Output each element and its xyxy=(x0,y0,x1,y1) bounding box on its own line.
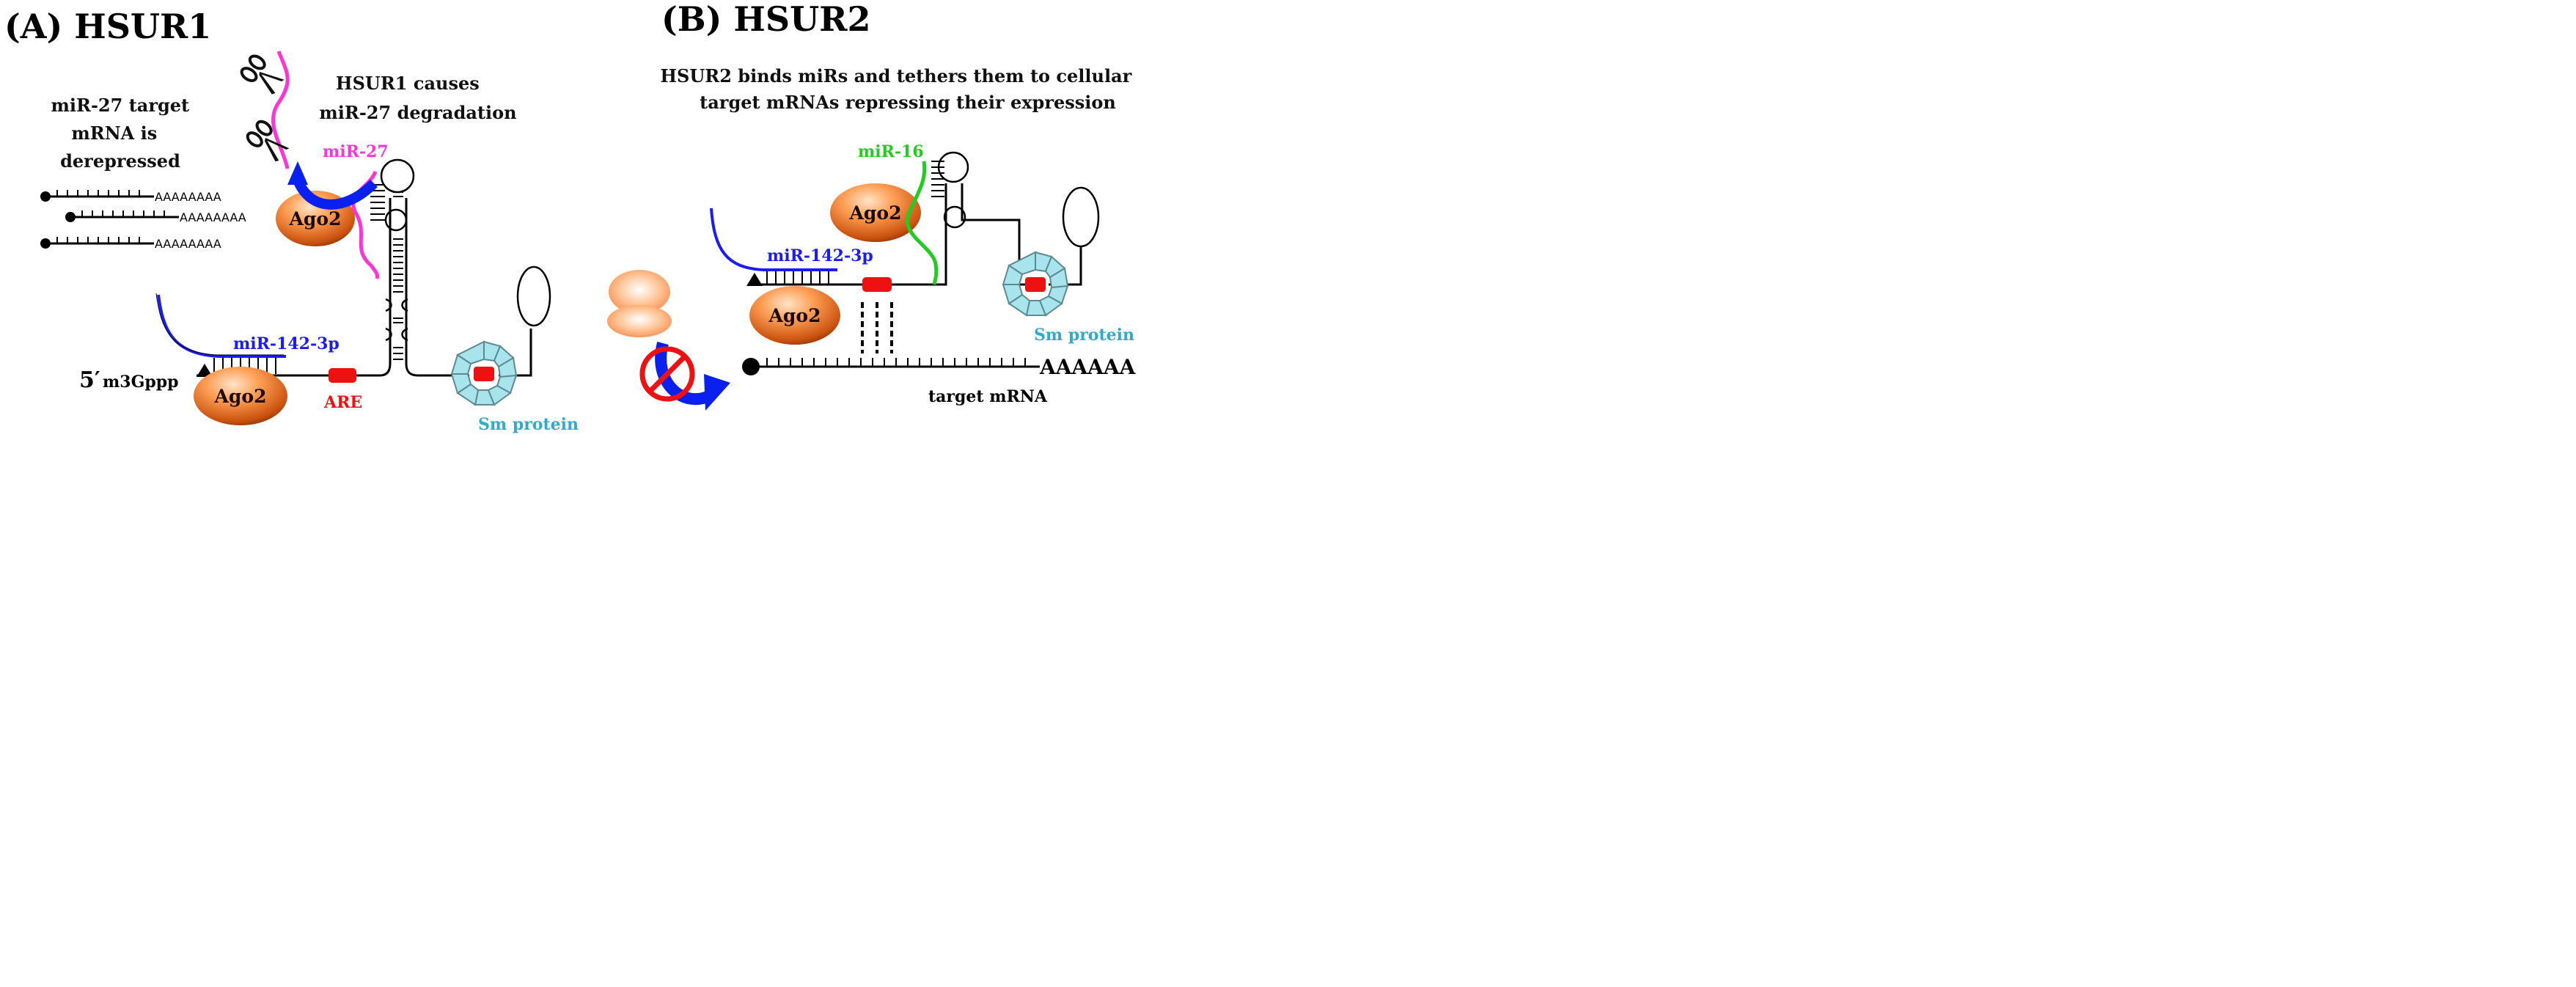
ago2-label: Ago2 xyxy=(768,305,821,326)
figure: (A) HSUR1 HSUR1 causes miR-27 degradatio… xyxy=(0,0,1150,441)
tether-lines xyxy=(861,302,893,353)
ago2-protein xyxy=(194,367,287,425)
scissors-icon xyxy=(238,51,289,98)
figure-canvas: (A) HSUR1 HSUR1 causes miR-27 degradatio… xyxy=(4,0,1137,434)
svg-text:AAAAAAAA: AAAAAAAA xyxy=(180,210,246,224)
panel-a-title: (A) HSUR1 xyxy=(4,7,211,46)
target-mrna: AAAAAA xyxy=(742,355,1137,379)
derepressed-mrna: AAAAAAAA xyxy=(65,210,246,224)
sm-protein-label: Sm protein xyxy=(478,415,579,434)
sm-protein-ring xyxy=(451,341,517,406)
five-prime-label: 5′ xyxy=(79,367,100,393)
base-pair-ticks xyxy=(766,271,829,285)
curved-arrow-head xyxy=(704,374,730,411)
cap-triangle xyxy=(197,364,213,377)
svg-text:AAAAAAAA: AAAAAAAA xyxy=(155,190,221,204)
derepressed-mrna-list: AAAAAAAA AAAAAAAA AAAAAAAA xyxy=(40,190,246,251)
base-pair-ticks xyxy=(213,358,276,374)
mir-142-strand xyxy=(710,208,837,271)
sm-protein-ring xyxy=(1002,252,1068,316)
curved-arrow-head xyxy=(287,161,308,185)
polya-tail: AAAAAA xyxy=(1039,355,1137,379)
derepressed-mrna: AAAAAAAA xyxy=(40,190,221,204)
ago2-protein xyxy=(830,183,921,242)
panel-a-caption-right: HSUR1 causes miR-27 degradation xyxy=(319,73,516,123)
panel-a: (A) HSUR1 HSUR1 causes miR-27 degradatio… xyxy=(4,7,579,434)
cap-triangle xyxy=(746,273,763,286)
mir-142-label: miR-142-3p xyxy=(233,334,340,353)
ago2-protein xyxy=(749,286,840,345)
curved-arrow-icon xyxy=(291,174,378,210)
are-element xyxy=(862,277,892,292)
curved-arrow-icon xyxy=(655,341,716,405)
panel-b: (B) HSUR2 HSUR2 binds miRs and tethers t… xyxy=(607,0,1137,411)
panel-b-title: (B) HSUR2 xyxy=(661,0,870,39)
mir-142-label: miR-142-3p xyxy=(767,246,873,265)
svg-text:AAAAAAAA: AAAAAAAA xyxy=(155,237,221,251)
ago2-label: Ago2 xyxy=(289,208,342,230)
ribosome xyxy=(607,270,672,337)
target-mrna-label: target mRNA xyxy=(928,387,1048,406)
no-entry-icon xyxy=(639,346,695,402)
cap-label: m3Gppp xyxy=(103,373,179,392)
panel-b-caption: HSUR2 binds miRs and tethers them to cel… xyxy=(660,65,1137,113)
ago2-label: Ago2 xyxy=(849,202,902,224)
derepressed-mrna: AAAAAAAA xyxy=(40,237,221,251)
mir-16-label: miR-16 xyxy=(858,142,924,161)
mir-16-strand xyxy=(906,161,939,285)
sm-protein-label: Sm protein xyxy=(1034,326,1134,345)
are-label: ARE xyxy=(323,393,362,412)
mir-27-label: miR-27 xyxy=(323,142,389,161)
mir-27-degraded xyxy=(271,51,290,169)
are-element xyxy=(329,368,356,383)
panel-a-caption-left: miR-27 target mRNA is derepressed xyxy=(51,95,196,172)
ago2-label: Ago2 xyxy=(214,386,267,407)
mir-142-strand xyxy=(157,294,286,358)
